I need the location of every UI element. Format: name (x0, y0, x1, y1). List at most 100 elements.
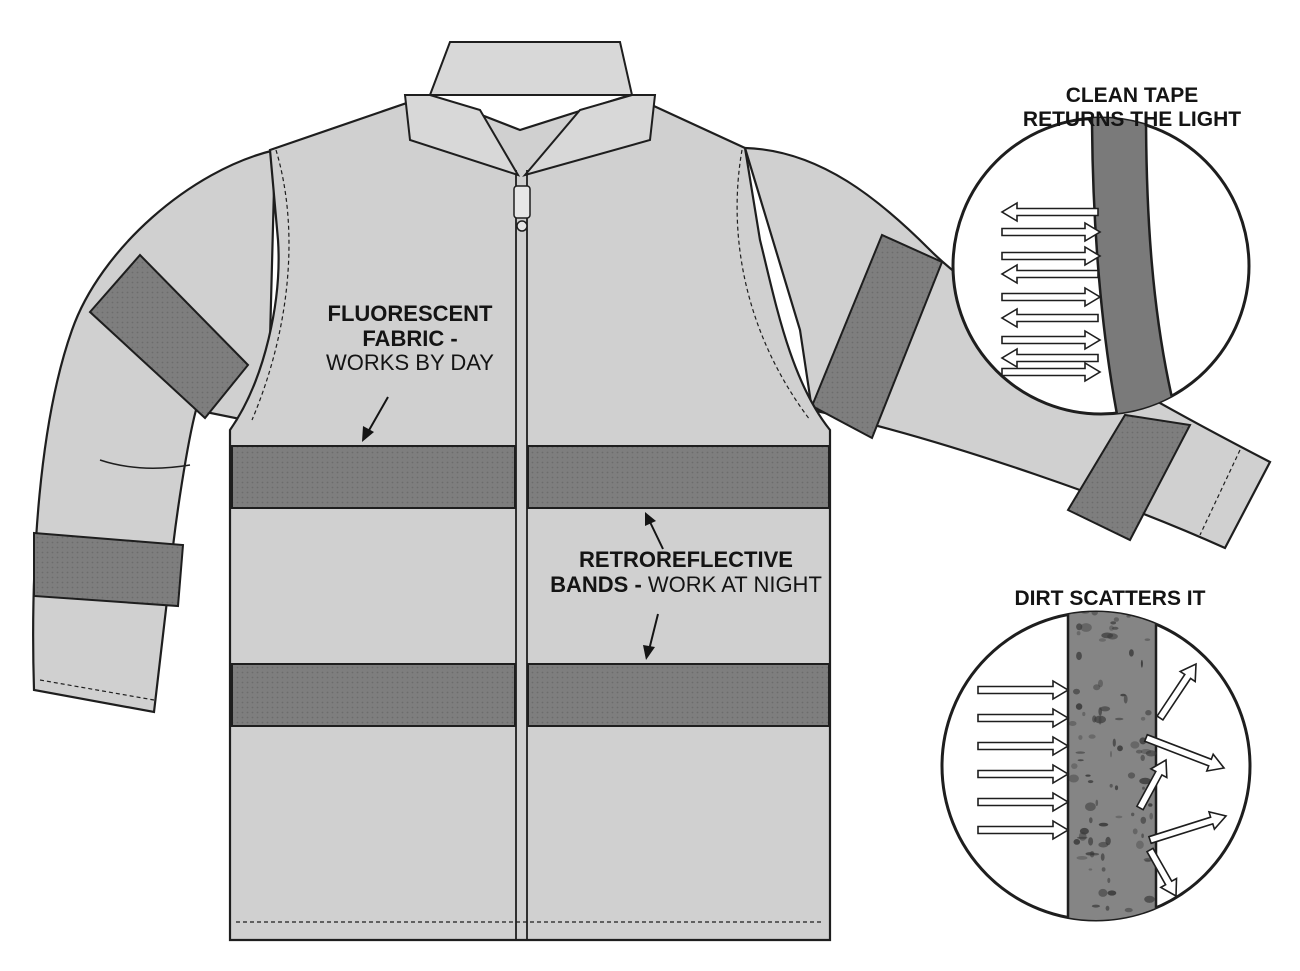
dirt-speck (1076, 856, 1088, 860)
incoming-light-arrow (1001, 329, 1102, 351)
dirty-tape-callout (940, 610, 1252, 922)
dirt-speck (1135, 749, 1143, 754)
bands-label-line2-light: WORK AT NIGHT (647, 571, 822, 597)
clean-tape-heading-line2: RETURNS THE LIGHT (1022, 107, 1242, 131)
zipper-icon (513, 185, 531, 232)
dirt-speck (1110, 750, 1112, 758)
dirt-speck (1140, 659, 1143, 668)
dirt-speck (1136, 840, 1144, 849)
dirt-speck (1144, 638, 1151, 641)
dirt-speck (1140, 716, 1146, 721)
incoming-light-arrow (1001, 286, 1102, 308)
collar-shape (403, 41, 657, 177)
dirt-speck (1098, 638, 1106, 642)
dirt-speck (1115, 717, 1124, 721)
dirt-speck (1115, 815, 1123, 819)
scattered-light-arrow (1147, 810, 1228, 845)
dirt-scatters-heading-line1: DIRT SCATTERS IT (1014, 587, 1206, 610)
clean-tape-arrows (1000, 201, 1102, 383)
dirt-speck (1098, 888, 1108, 897)
fabric-label-line1: FLUORESCENT (327, 301, 493, 326)
dirt-speck (1098, 841, 1109, 848)
dirt-speck (1078, 735, 1083, 740)
right-sleeve-lower-band (1066, 413, 1192, 542)
dirt-speck (1141, 833, 1144, 839)
dirt-speck (1114, 785, 1119, 791)
chest-band-left (231, 445, 516, 509)
incoming-light-arrow (1001, 221, 1102, 243)
retroreflective-bands-label: RETROREFLECTIVE BANDS - WORK AT NIGHT (536, 547, 836, 597)
returned-light-arrow (1000, 263, 1099, 285)
right-sleeve-upper-band (810, 233, 944, 440)
dirt-speck (1109, 625, 1114, 631)
dirt-speck (1091, 904, 1100, 908)
jacket-body-outline (228, 93, 832, 942)
dirt-speck (1100, 853, 1105, 861)
dirt-speck (1140, 816, 1147, 824)
clean-tape-heading-line1: CLEAN TAPE (1065, 84, 1199, 107)
dirt-speck (1140, 749, 1152, 754)
pointer-arrows (362, 396, 664, 660)
dirt-speck (1099, 706, 1111, 712)
dirt-speck (1085, 774, 1091, 777)
returned-light-arrow (1000, 307, 1099, 329)
left-sleeve-upper-band (88, 253, 250, 420)
dirt-speck (1088, 734, 1096, 739)
dirt-speck (1145, 750, 1157, 757)
dirt-speck (1071, 763, 1078, 769)
dirt-speck (1076, 631, 1081, 636)
dirt-speck (1085, 802, 1096, 811)
dirt-speck (1075, 703, 1083, 710)
dirt-speck (1098, 822, 1109, 827)
left-sleeve-lower-band (33, 531, 185, 608)
dirt-speck (1082, 711, 1086, 717)
waist-band-left (231, 663, 516, 727)
dirt-speck (1131, 812, 1135, 817)
dirt-speck (1095, 799, 1099, 806)
dirt-speck (1101, 632, 1114, 639)
dirt-speck (1144, 895, 1155, 903)
dirt-speck (1073, 688, 1080, 695)
dirt-speck (1101, 867, 1106, 872)
jacket-body (228, 93, 832, 942)
left-sleeve (32, 148, 277, 714)
left-armhole-seam (251, 149, 290, 421)
dirt-speck (1123, 694, 1128, 704)
dirt-speck (1089, 817, 1093, 824)
fabric-label-line3: WORKS BY DAY (326, 350, 494, 376)
dirt-speck (1112, 738, 1116, 747)
dirt-speck (1129, 649, 1134, 657)
bands-label-line1: RETROREFLECTIVE (579, 547, 793, 572)
dirt-specks (1068, 612, 1157, 913)
incoming-light-arrow (977, 735, 1070, 757)
left-sleeve-seam (39, 679, 155, 701)
incoming-light-arrow (1001, 245, 1102, 267)
fabric-label-line2: FABRIC - (362, 325, 458, 351)
dirt-speck (1111, 626, 1119, 630)
incoming-light-arrow (977, 707, 1070, 729)
dirt-speck (1091, 612, 1098, 616)
collar-right (522, 94, 657, 177)
clean-tape-heading: CLEAN TAPE RETURNS THE LIGHT (1022, 84, 1242, 131)
dirt-speck (1109, 783, 1113, 788)
dirt-speck (1124, 907, 1133, 913)
dirt-speck (1098, 679, 1103, 688)
dirt-speck (1110, 621, 1117, 625)
scattered-light-arrow (1145, 847, 1178, 898)
bands-up-pointer-arrow (645, 512, 664, 550)
dirt-speck (1093, 684, 1101, 691)
dirt-speck (1087, 780, 1094, 784)
incoming-light-arrow (977, 763, 1070, 785)
dirt-speck (1113, 617, 1119, 622)
dirt-speck (1127, 772, 1136, 779)
dirt-speck (1132, 828, 1138, 835)
dirt-speck (1077, 759, 1084, 762)
fluorescent-fabric-label: FLUORESCENT FABRIC - WORKS BY DAY (280, 301, 540, 376)
scattered-light-arrow (1135, 758, 1168, 811)
incoming-light-arrow (977, 791, 1070, 813)
dirt-speck (1142, 786, 1145, 790)
dirty-tape-arrows (977, 662, 1228, 898)
left-sleeve-crease (99, 459, 191, 470)
dirt-speck (1139, 777, 1152, 785)
